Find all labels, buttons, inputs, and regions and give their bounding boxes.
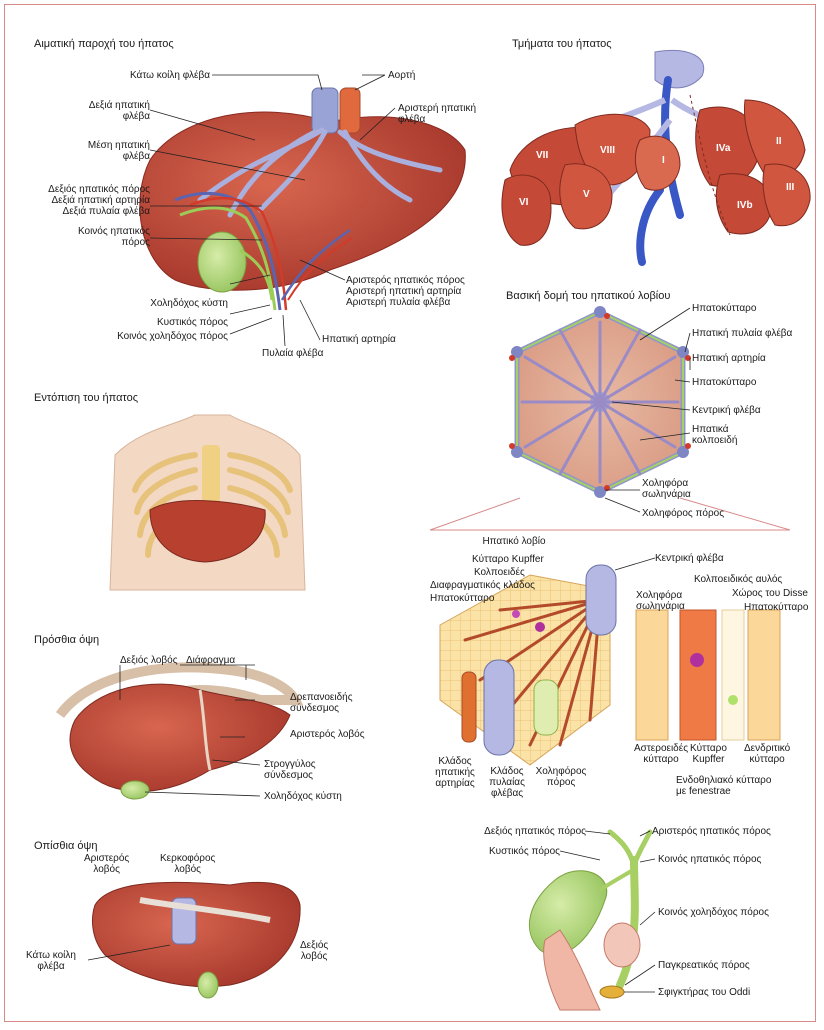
label-ivc: Κάτω κοίλη φλέβα [130, 70, 210, 81]
seg-VIII: VIII [600, 145, 615, 156]
title-segments: Τμήματα του ήπατος [512, 38, 612, 50]
title-anterior: Πρόσθια όψη [34, 634, 99, 646]
label-sinusoid: Κολποειδές [474, 567, 525, 578]
label-hepatocyte-2: Ηπατοκύτταρο [692, 377, 756, 388]
label-gallbladder: Χοληδόχος κύστη [150, 298, 228, 309]
label-right-lobe-ant: Δεξιός λοβός [120, 655, 178, 666]
label-portal-vein-lobule: Ηπατική πυλαία φλέβα [692, 328, 792, 339]
label-lobule-detail: Ηπατικό λοβίο [444, 536, 584, 547]
label-cystic-biliary: Κυστικός πόρος [489, 846, 560, 857]
label-sinusoid-lumen: Κολποειδικός αυλός [694, 574, 782, 585]
label-cystic-duct: Κυστικός πόρος [157, 317, 228, 328]
label-disse: Χώρος του Disse [732, 588, 808, 599]
posterior-view-illustration [92, 882, 300, 998]
seg-III: III [786, 182, 795, 193]
seg-VII: VII [536, 150, 548, 161]
title-posterior: Οπίσθια όψη [34, 840, 97, 852]
label-common-bile-biliary: Κοινός χοληδόχος πόρος [658, 907, 769, 918]
title-lobule: Βασική δομή του ηπατικού λοβίου [506, 290, 670, 302]
label-diaphragm: Διάφραγμα [186, 655, 235, 666]
label-hepatocyte-detail: Ηπατοκύτταρο [430, 593, 494, 604]
label-central-vein-detail: Κεντρική φλέβα [655, 553, 724, 564]
biliary-illustration [529, 832, 650, 1010]
label-common-hepatic-biliary: Κοινός ηπατικός πόρος [658, 854, 761, 865]
label-bile-duct-lobule: Χοληφόρος πόρος [642, 508, 724, 519]
label-kupffer: Κύτταρο Kupffer [472, 554, 544, 565]
title-location: Εντόπιση του ήπατος [34, 392, 138, 404]
label-portal-vein: Πυλαία φλέβα [262, 348, 323, 359]
label-left-lobe-ant: Αριστερός λοβός [290, 729, 365, 740]
label-artery-branch: Κλάδος ηπατικής αρτηρίας [428, 756, 482, 789]
label-right-duct-biliary: Δεξιός ηπατικός πόρος [484, 826, 586, 837]
label-right-structures: Δεξιός ηπατικός πόρος Δεξιά ηπατική αρτη… [48, 184, 150, 217]
seg-II: II [776, 136, 782, 147]
label-oddi: Σφιγκτήρας του Oddi [658, 987, 750, 998]
seg-IVa: IVa [716, 143, 731, 154]
label-central-vein: Κεντρική φλέβα [692, 405, 761, 416]
label-left-structures: Αριστερός ηπατικός πόρος Αριστερή ηπατικ… [346, 275, 465, 308]
label-common-bile-duct: Κοινός χοληδόχος πόρος [117, 331, 228, 342]
label-hepatic-artery: Ηπατική αρτηρία [322, 334, 396, 345]
label-gallbladder-ant: Χοληδόχος κύστη [264, 791, 342, 802]
anterior-view-illustration [60, 667, 295, 799]
label-septal: Διαφραγματικός κλάδος [430, 580, 535, 591]
label-pancreatic: Παγκρεατικός πόρος [658, 960, 750, 971]
label-left-duct-biliary: Αριστερός ηπατικός πόρος [652, 826, 771, 837]
label-portal-branch: Κλάδος πυλαίας φλέβας [480, 766, 534, 799]
lobule-hexagon [430, 306, 790, 530]
label-hepatic-artery-lobule: Ηπατική αρτηρία [692, 353, 766, 364]
seg-V: V [583, 189, 590, 200]
label-aorta: Αορτή [388, 70, 415, 81]
title-blood-supply: Αιματική παροχή του ήπατος [34, 38, 174, 50]
label-hepatocyte-right: Ηπατοκύτταρο [744, 602, 808, 613]
torso-illustration [110, 415, 305, 590]
seg-VI: VI [519, 197, 529, 208]
label-hepatocyte-1: Ηπατοκύτταρο [692, 303, 756, 314]
seg-I: I [662, 155, 665, 166]
seg-IVb: IVb [737, 200, 753, 211]
